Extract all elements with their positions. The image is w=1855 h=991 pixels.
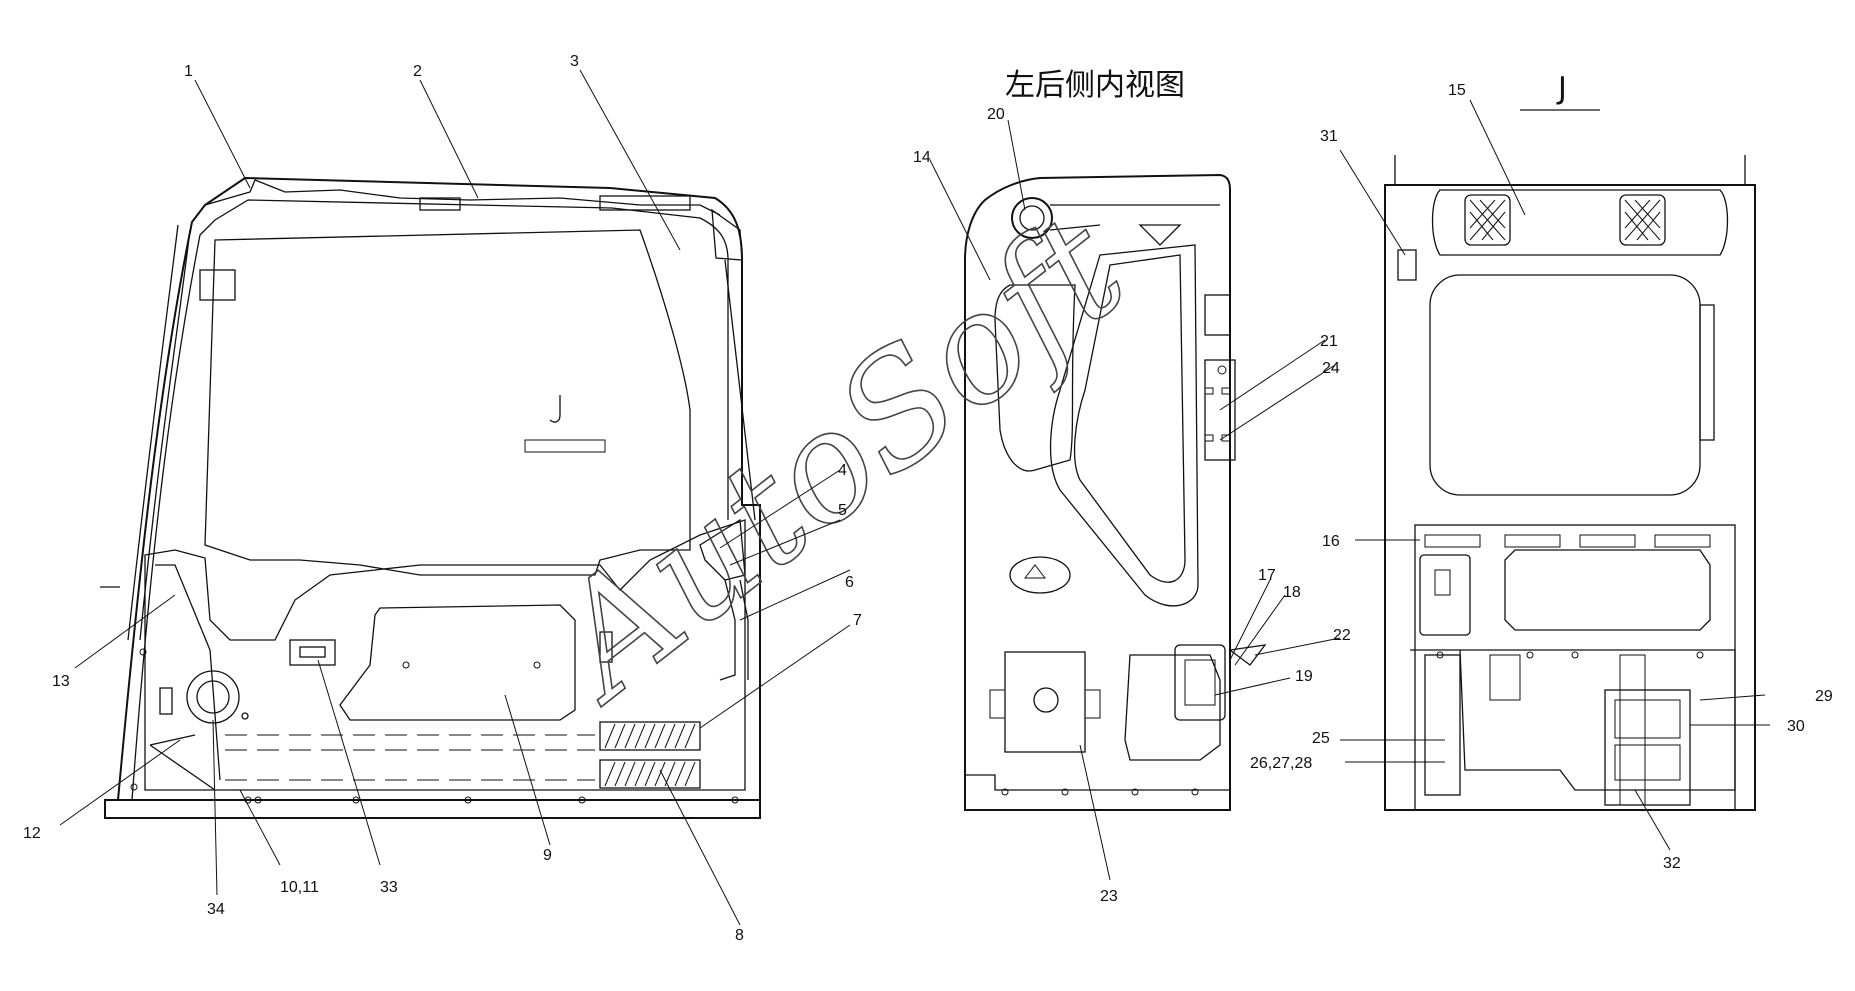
callout-31: 31 xyxy=(1320,128,1338,145)
nameplate xyxy=(524,439,606,453)
callout-34: 34 xyxy=(207,901,225,918)
callout-9: 9 xyxy=(543,847,552,864)
watermark-text: AutoSoft xyxy=(516,182,1157,736)
rear-window xyxy=(1429,274,1701,496)
callout-3: 3 xyxy=(570,53,579,70)
callout-24: 24 xyxy=(1322,360,1340,377)
lower-trim-panel xyxy=(144,519,746,791)
callout-33: 33 xyxy=(380,879,398,896)
callout-25: 25 xyxy=(1312,730,1330,747)
callout-23: 23 xyxy=(1100,888,1118,905)
callout-30: 30 xyxy=(1787,718,1805,735)
callout-8: 8 xyxy=(735,927,744,944)
rear-wiper-strip xyxy=(1699,304,1715,441)
vent-grille-left xyxy=(1464,194,1511,246)
view-j-outline xyxy=(1384,184,1756,811)
callout-5: 5 xyxy=(838,502,847,519)
vent-grille-right xyxy=(1619,194,1666,246)
callout-10-11: 10,11 xyxy=(280,879,319,896)
view-j-arrow xyxy=(549,395,561,423)
box-19 xyxy=(1174,644,1226,721)
callout-21: 21 xyxy=(1320,333,1338,350)
view-j: J xyxy=(1384,71,1756,811)
callout-18: 18 xyxy=(1283,584,1301,601)
rocker-switch xyxy=(289,639,336,666)
callout-29: 29 xyxy=(1815,688,1833,705)
duct-grille-lower xyxy=(599,759,701,789)
callout-15: 15 xyxy=(1448,82,1466,99)
callout-16: 16 xyxy=(1322,533,1340,550)
floor-base xyxy=(104,799,761,819)
callout-26-27-28: 26,27,28 xyxy=(1250,755,1312,772)
callout-1: 1 xyxy=(184,63,193,80)
callout-7: 7 xyxy=(853,612,862,629)
callout-19: 19 xyxy=(1295,668,1313,685)
rear-quarter-glass xyxy=(1073,254,1186,583)
glass-window xyxy=(204,229,691,576)
callout-32: 32 xyxy=(1663,855,1681,872)
callout-22: 22 xyxy=(1333,627,1351,644)
callout-17: 17 xyxy=(1258,567,1276,584)
view-title: 左后侧内视图 xyxy=(1005,68,1185,103)
left-side-view xyxy=(100,176,761,819)
callout-4: 4 xyxy=(838,462,847,479)
callout-6: 6 xyxy=(845,574,854,591)
trim-pad xyxy=(339,604,576,721)
mount-plate-23 xyxy=(1004,651,1086,753)
callout-2: 2 xyxy=(413,63,422,80)
callout-labels: 1 2 3 4 5 6 7 8 9 10,11 12 13 14 15 16 1… xyxy=(23,53,1833,944)
callout-20: 20 xyxy=(987,106,1005,123)
cap-20 xyxy=(1011,197,1053,239)
leader-lines xyxy=(59,69,1770,926)
callout-13: 13 xyxy=(52,673,70,690)
box-30 xyxy=(1604,689,1691,806)
duct-grille-upper xyxy=(599,721,701,751)
rotary-knob xyxy=(1009,556,1071,594)
callout-14: 14 xyxy=(913,149,931,166)
rear-panel-outline xyxy=(964,173,1231,811)
view-j-letter: J xyxy=(1556,71,1567,106)
callout-12: 12 xyxy=(23,825,41,842)
left-rear-interior-view: 左后侧内视图 xyxy=(964,68,1267,811)
